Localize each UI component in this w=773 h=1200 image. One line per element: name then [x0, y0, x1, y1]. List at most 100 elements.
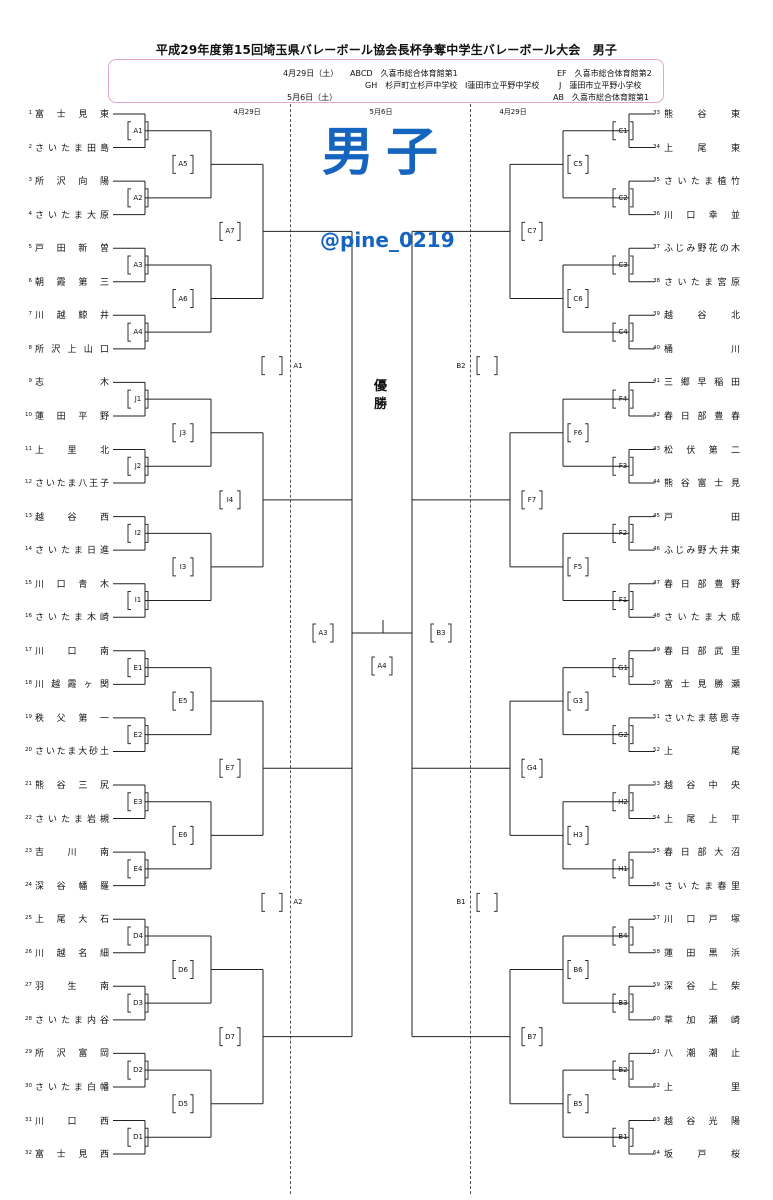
team-number: 11: [25, 445, 32, 452]
team-number: 47: [653, 579, 660, 586]
team-name: 上里: [664, 1082, 740, 1093]
match-bracket-mark: [190, 960, 194, 980]
schedule-date-1: 4月29日（土）: [283, 69, 339, 78]
match-label: C1: [618, 126, 628, 135]
team-name: 朝霞第三: [35, 277, 109, 288]
match-bracket-mark: [190, 289, 194, 309]
team-number: 32: [25, 1150, 32, 1157]
team-number: 9: [28, 378, 33, 385]
match-label: H2: [618, 797, 628, 806]
match-bracket-mark: [237, 1027, 241, 1047]
match-bracket-mark: [127, 1060, 131, 1080]
match-label: A2: [293, 898, 303, 907]
match-bracket-mark: [585, 423, 589, 443]
match-label: I4: [226, 495, 234, 504]
team-number: 6: [28, 277, 33, 284]
match-label: E5: [178, 697, 188, 706]
match-bracket-mark: [389, 656, 393, 676]
match-label: E6: [178, 831, 188, 840]
match-bracket-mark: [630, 456, 634, 476]
match-bracket-mark: [567, 1094, 571, 1114]
team-number: 3: [28, 177, 33, 184]
match-bracket-mark: [630, 590, 634, 610]
team-name: さいたま白幡: [35, 1082, 109, 1093]
team-name: 所沢富岡: [35, 1049, 109, 1060]
team-number: 39: [653, 311, 660, 318]
team-name: 川口戸塚: [664, 915, 740, 926]
match-label: F6: [573, 428, 583, 437]
match-bracket-mark: [261, 356, 265, 376]
match-bracket-mark: [127, 1127, 131, 1147]
date-center: 5月6日: [369, 108, 393, 116]
team-name: 戸田: [664, 512, 740, 523]
team-name: さいたま岩槻: [35, 814, 109, 825]
match-label: B1: [456, 898, 466, 907]
match-bracket-mark: [219, 221, 223, 241]
team-number: 33: [653, 110, 660, 116]
match-label: J1: [134, 395, 142, 404]
match-bracket-mark: [219, 758, 223, 778]
match-label: C2: [618, 193, 628, 202]
team-number: 2: [28, 143, 33, 150]
match-bracket-mark: [585, 557, 589, 577]
match-bracket-mark: [521, 490, 525, 510]
team-number: 60: [653, 1015, 660, 1022]
team-number: 10: [25, 411, 32, 418]
team-number: 20: [25, 747, 32, 754]
match-label: C7: [527, 227, 537, 236]
team-name: ふじみ野大井東: [664, 546, 740, 557]
match-bracket-mark: [630, 188, 634, 208]
match-bracket-mark: [127, 389, 131, 409]
team-number: 52: [653, 747, 660, 754]
match-label: G4: [527, 764, 537, 773]
match-label: F3: [618, 462, 628, 471]
match-label: F5: [573, 562, 583, 571]
team-name: さいたま慈恩寺: [664, 713, 740, 724]
team-name: 春日部豊春: [664, 411, 740, 422]
team-name: 草加瀬崎: [664, 1015, 740, 1026]
team-name: さいたま大成: [664, 613, 740, 624]
match-bracket-mark: [261, 892, 265, 912]
match-bracket-mark: [567, 691, 571, 711]
match-label: F4: [618, 395, 628, 404]
match-bracket-mark: [585, 1094, 589, 1114]
team-number: 5: [28, 244, 33, 251]
team-name: さいたま八王子: [35, 479, 109, 490]
match-bracket-mark: [630, 926, 634, 946]
schedule-box: 4月29日（土） ABCD 久喜市総合体育館第1 EF 久喜市総合体育館第2 G…: [108, 59, 664, 103]
match-bracket-mark: [127, 792, 131, 812]
match-bracket-mark: [630, 523, 634, 543]
team-number: 64: [653, 1150, 660, 1157]
match-label: B4: [618, 931, 628, 940]
team-name: さいたま内谷: [35, 1015, 109, 1026]
match-bracket-mark: [127, 590, 131, 610]
match-label: C4: [618, 328, 628, 337]
match-bracket-mark: [585, 154, 589, 174]
team-name: 羽生南: [35, 982, 109, 993]
match-label: C5: [573, 160, 583, 169]
match-label: E2: [133, 730, 143, 739]
match-label: A7: [225, 227, 235, 236]
match-label: B5: [573, 1099, 583, 1108]
match-bracket-mark: [539, 758, 543, 778]
team-name: 坂戸桜: [664, 1150, 740, 1161]
team-number: 51: [653, 713, 660, 720]
match-bracket-mark: [219, 1027, 223, 1047]
team-name: 深谷幡羅: [35, 881, 109, 892]
match-bracket-mark: [312, 623, 316, 643]
team-number: 38: [653, 277, 660, 284]
match-bracket-mark: [585, 960, 589, 980]
team-number: 19: [25, 713, 32, 720]
match-bracket-mark: [237, 221, 241, 241]
match-bracket-mark: [494, 356, 498, 376]
team-name: 越谷西: [35, 512, 109, 523]
match-label: A3: [133, 260, 143, 269]
team-name: 春日部豊野: [664, 579, 740, 590]
match-bracket-mark: [127, 926, 131, 946]
team-name: 上尾上平: [664, 814, 740, 825]
overlay-handle: @pine_0219: [320, 228, 455, 252]
team-name: 熊谷東: [664, 110, 740, 120]
match-label: H3: [573, 831, 583, 840]
match-bracket-mark: [190, 825, 194, 845]
